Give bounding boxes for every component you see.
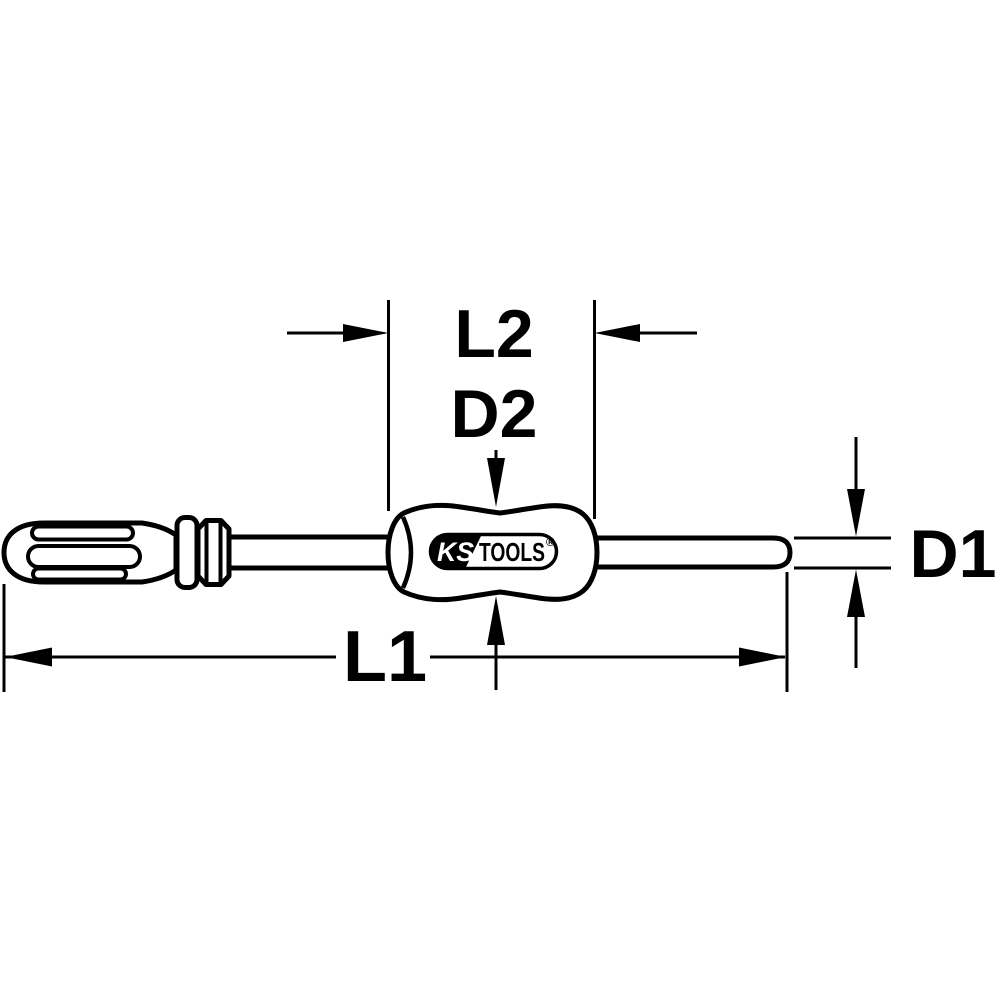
l2-label: L2 [454, 296, 533, 372]
dimension-d2: D2 [451, 376, 538, 690]
dimension-l1: L1 [2, 572, 789, 697]
logo-registered-mark: ® [546, 535, 555, 549]
l1-arrowhead-left-pointing-icon [5, 647, 52, 667]
d2-arrowhead-down-icon [487, 458, 505, 507]
l1-arrowhead-right-pointing-icon [739, 647, 786, 667]
handle-slot-bottom [31, 566, 128, 582]
l2-arrowhead-right-pointing-icon [343, 324, 389, 342]
handle-collar [174, 515, 200, 590]
logo-tools-text: TOOLS [479, 537, 545, 567]
l2-arrowhead-left-pointing-icon [594, 324, 640, 342]
d1-arrowhead-down-icon [847, 489, 865, 537]
d1-label: D1 [910, 516, 997, 592]
logo-ks-background [432, 536, 481, 567]
grip-endcap-arc [400, 516, 414, 589]
shaft-left [207, 534, 413, 571]
handle-slot-middle [26, 544, 142, 569]
hex-nut [195, 518, 232, 587]
dimension-d1: D1 [794, 437, 996, 668]
d1-arrowhead-up-icon [847, 569, 865, 617]
tool-drawing: KS TOOLS ® [1, 502, 793, 603]
d2-label: D2 [451, 376, 538, 452]
dimension-l2: L2 [287, 296, 697, 519]
shaft-right [557, 535, 793, 570]
ks-tools-logo: KS TOOLS ® [428, 532, 559, 571]
logo-ks-text: KS [437, 537, 474, 567]
d2-arrowhead-up-icon [487, 596, 505, 645]
l1-label: L1 [343, 617, 427, 697]
handle-slot-top [30, 524, 135, 542]
